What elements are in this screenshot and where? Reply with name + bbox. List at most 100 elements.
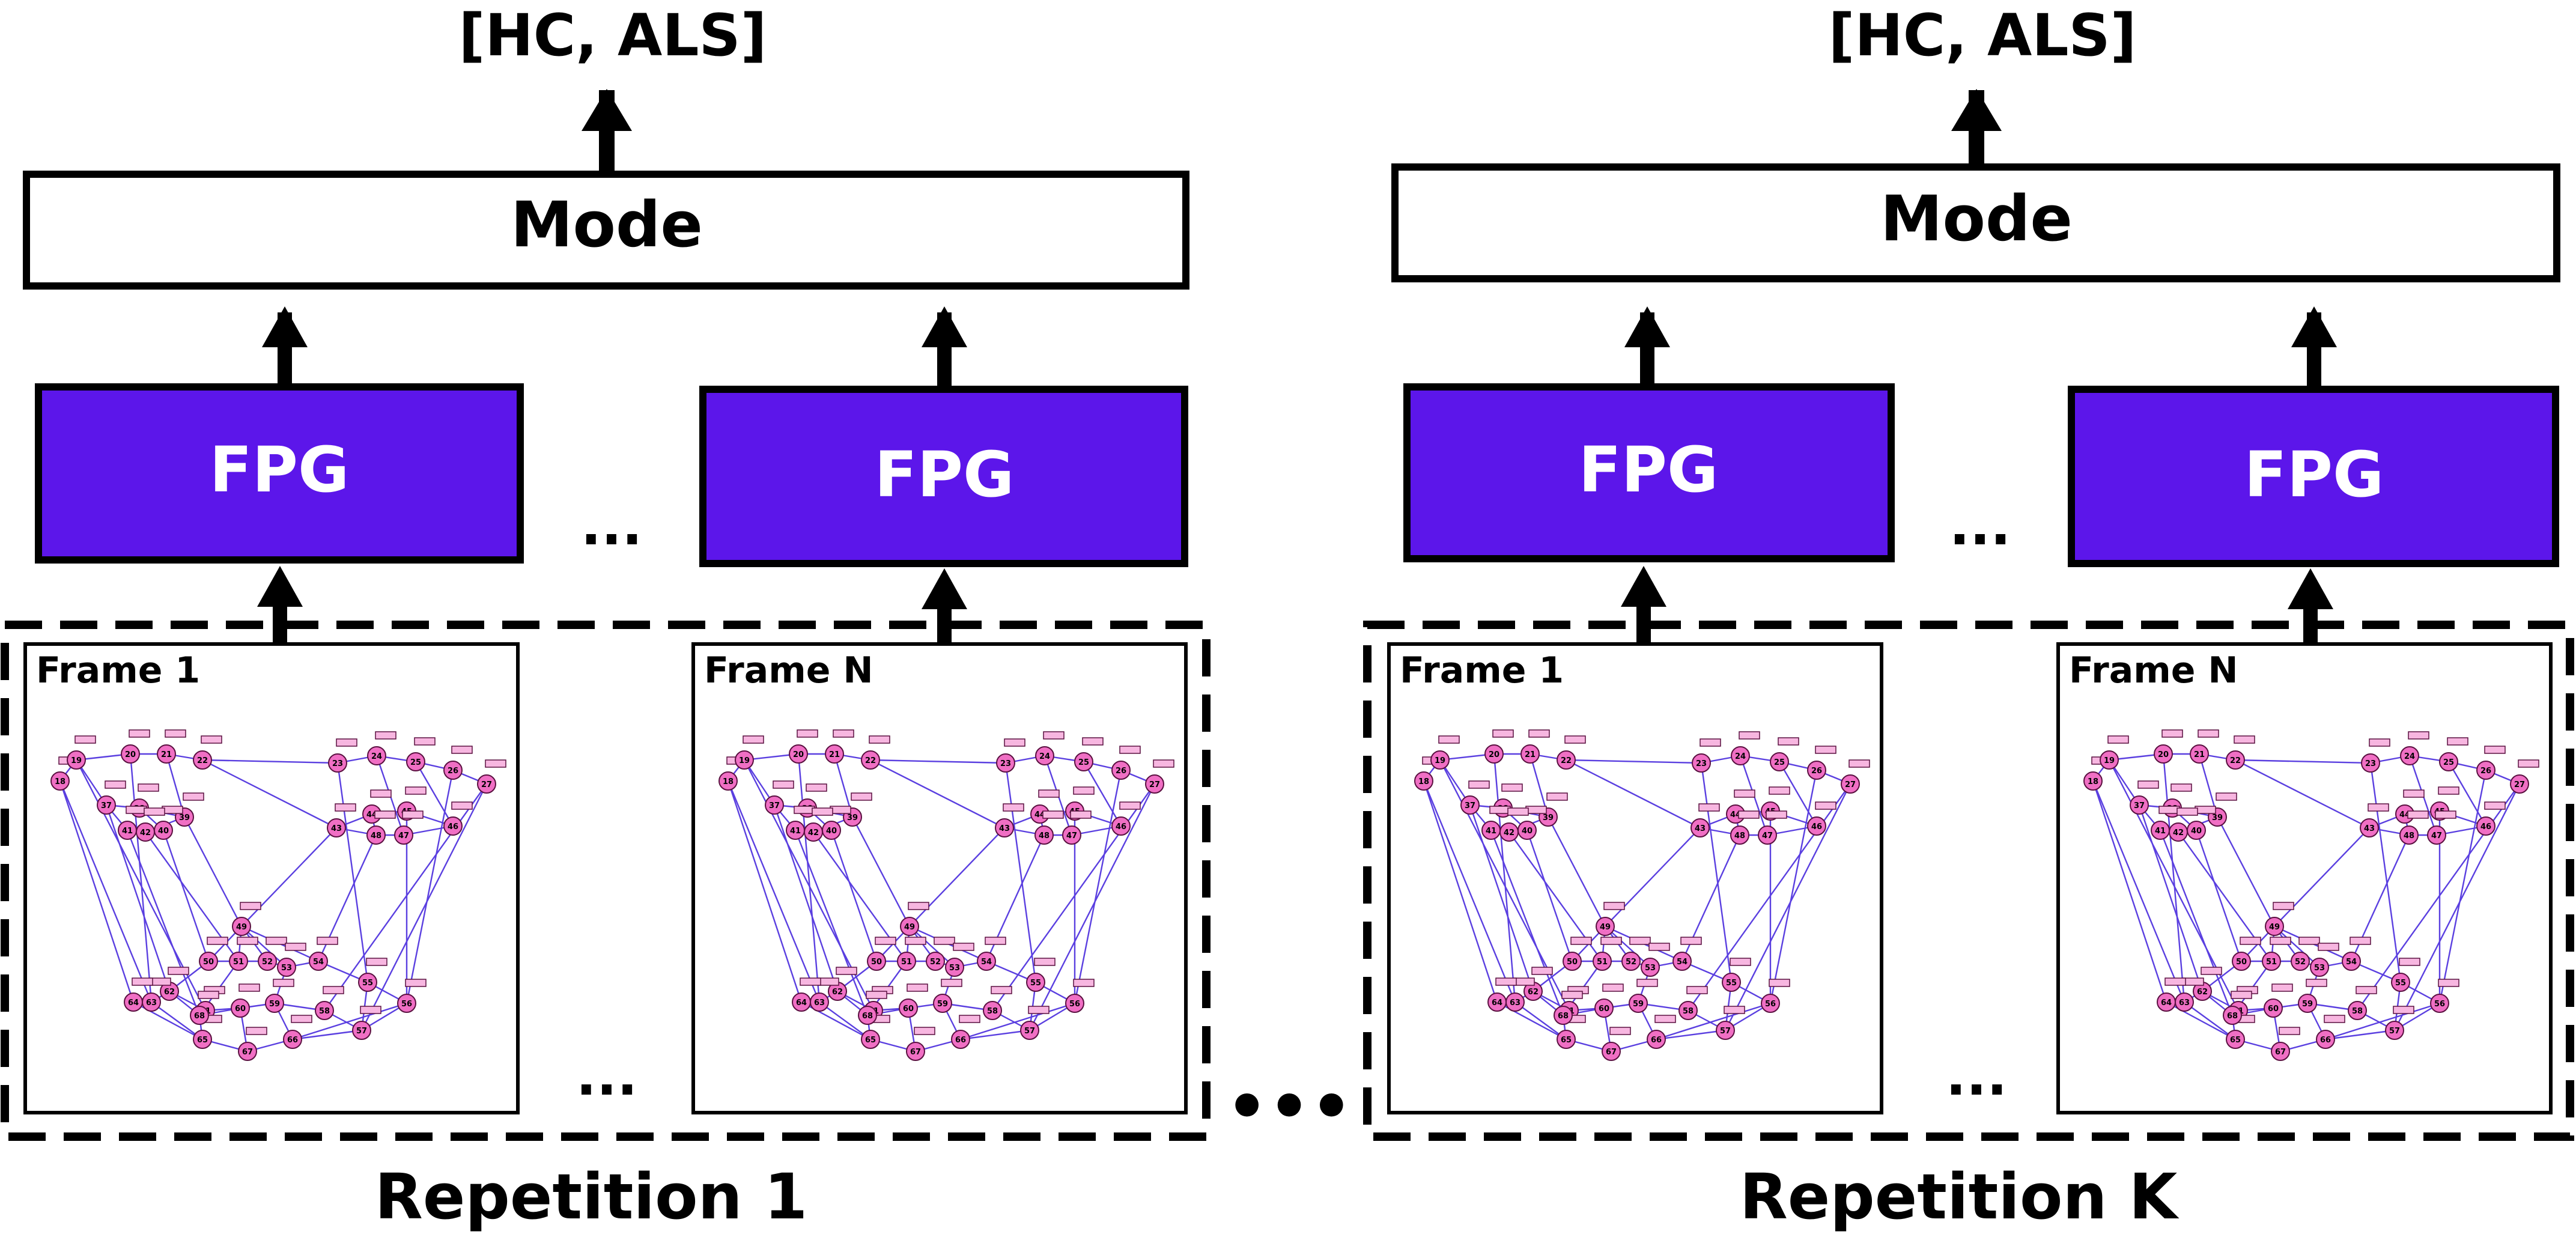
repetition-k: [HC, ALS] Mode FPG FPG ... Frame 1 18192… [1363,2,2574,1233]
landmark-node [2361,753,2380,773]
landmark-label: 20 [125,750,136,759]
landmark-label: 24 [2404,752,2415,761]
landmark-node [1807,816,1826,836]
fpg-box [2068,386,2559,567]
landmark-node [1722,973,1741,992]
landmark-node [2399,825,2419,845]
landmark-edge [1004,762,1037,983]
landmark-tag [1724,1006,1745,1014]
landmark-label: 42 [1504,828,1514,837]
landmark-node [2232,952,2251,971]
landmark-tag [1629,937,1651,945]
landmark-node [897,952,916,971]
landmark-edge [2235,759,2370,829]
landmark-label: 58 [1683,1007,1694,1016]
landmark-tag [105,780,126,789]
landmark-node [2427,825,2446,845]
landmark-label: 27 [1149,780,1160,789]
landmark-tag [1513,977,1535,986]
landmark-node [2476,761,2496,780]
landmark-tag [2306,979,2327,987]
landmark-node [906,1042,925,1061]
landmark-label: 26 [1811,767,1822,776]
landmark-edge [202,759,338,764]
landmark-tag [126,806,147,814]
landmark-tag [1070,810,1092,819]
landmark-edge [870,759,1005,829]
arrowhead [1951,89,2002,131]
landmark-tag [1700,738,1721,747]
landmark-tag [2107,735,2129,744]
landmark-tag [1038,789,1060,798]
landmark-label: 25 [410,758,421,767]
landmark-node [2223,1006,2242,1025]
landmark-label: 57 [1720,1027,1731,1036]
landmark-tag [1003,803,1024,812]
landmark-label: 26 [2480,767,2491,776]
landmark-label: 22 [1561,756,1572,765]
landmark-tag [2399,958,2420,966]
landmark-label: 41 [790,827,801,836]
mode-label: Mode [511,188,703,261]
landmark-tag [162,806,183,814]
landmark-label: 42 [808,828,819,837]
landmark-node [2342,952,2361,971]
landmark-node [1807,761,1826,780]
landmark-edge [105,804,171,992]
landmark-tag [2403,789,2425,798]
landmark-edge [336,762,369,983]
landmark-tag [2435,810,2456,819]
landmark-tag [2438,786,2459,795]
landmark-tag [1734,789,1755,798]
landmark-tag [1042,810,1064,819]
landmark-tag [934,937,955,945]
landmark-label: 66 [2320,1036,2331,1045]
landmark-tag [2484,746,2506,754]
frame-box [2056,642,2553,1114]
landmark-node [1111,761,1131,780]
landmark-label: 37 [769,801,780,810]
landmark-tag [794,806,815,814]
landmark-node [231,998,250,1018]
landmark-label: 68 [1558,1012,1569,1021]
landmark-node [2439,752,2458,771]
landmark-tag [207,937,228,945]
landmark-tag [1495,977,1517,986]
landmark-edge [1490,830,1564,1016]
repetition-container [1,621,1211,1141]
landmark-edge [1514,1001,1567,1040]
landmark-node [229,952,248,971]
landmark-label: 58 [319,1007,330,1016]
landmark-tag [953,943,974,951]
landmark-tag [2183,977,2204,986]
landmark-label: 62 [1528,988,1539,997]
landmark-node [2169,822,2188,842]
landmark-tag [1686,986,1708,994]
landmark-tag [1600,937,1622,945]
landmark-node [2391,973,2410,992]
face-landmark-graph: 1819202122232425262737383940414243444546… [1414,729,1870,1061]
landmark-label: 64 [796,998,807,1008]
landmark-label: 55 [1726,979,1737,988]
landmark-label: 48 [2404,831,2414,840]
landmark-node [1111,816,1131,836]
landmark-label: 43 [331,824,342,833]
landmark-tag [1766,810,1787,819]
landmark-tag [1531,967,1553,975]
landmark-label: 63 [814,998,825,1008]
landmark-edge [1526,830,1573,962]
frame-label: Frame N [2069,649,2238,691]
landmark-label: 64 [128,998,139,1008]
landmark-node [309,952,328,971]
landmark-label: 46 [1811,822,1822,831]
landmark-node [2291,952,2310,971]
landmark-tag [1609,1027,1631,1035]
landmark-label: 60 [1599,1005,1609,1014]
landmark-tag [2318,943,2339,951]
landmark-node [358,973,377,992]
landmark-node [232,917,251,936]
landmark-node [406,752,425,771]
landmark-tag [291,1015,312,1023]
landmark-tag [1073,979,1095,987]
landmark-label: 22 [2230,756,2241,765]
